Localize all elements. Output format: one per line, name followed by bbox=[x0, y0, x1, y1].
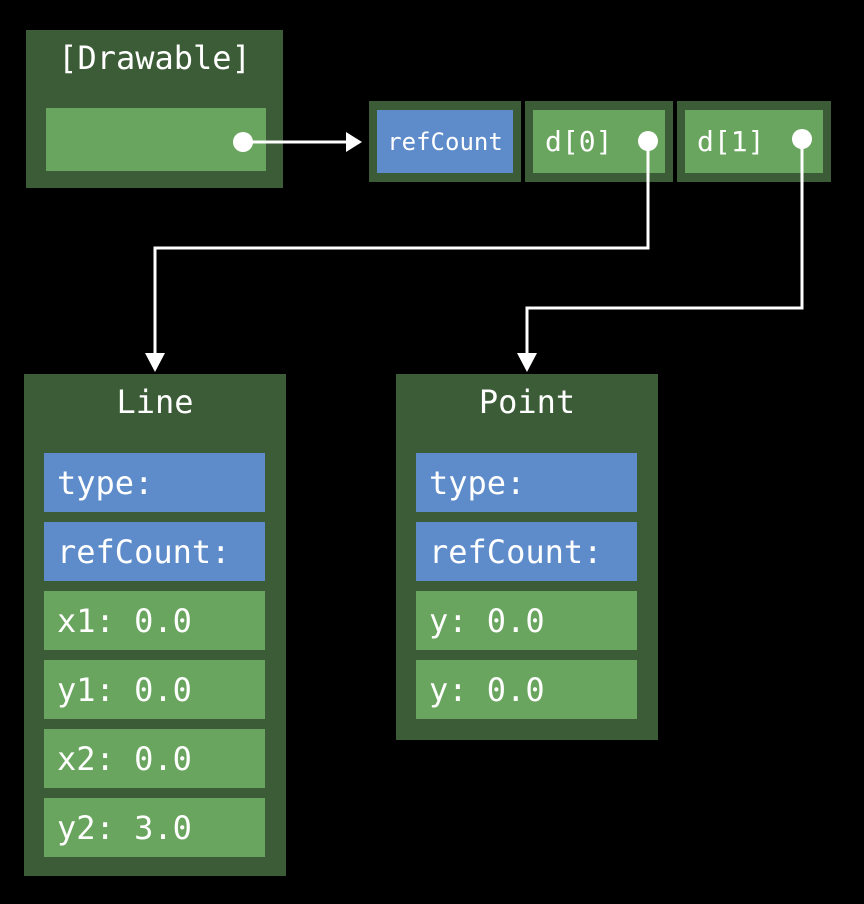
point-struct-title: Point bbox=[478, 383, 576, 421]
drawable-pointer-slot bbox=[46, 108, 266, 171]
point-struct-box: Point type: refCount: y: 0.0 y: 0.0 bbox=[396, 374, 658, 740]
arrowhead-icon bbox=[145, 353, 165, 372]
line-struct-fields: type: refCount: x1: 0.0 y1: 0.0 x2: 0.0 … bbox=[44, 453, 265, 857]
line-field-x1: x1: 0.0 bbox=[44, 591, 265, 650]
line-struct-box: Line type: refCount: x1: 0.0 y1: 0.0 x2:… bbox=[24, 374, 286, 876]
line-struct-title: Line bbox=[116, 383, 194, 421]
heap-array-d1-wrapper: d[1] bbox=[677, 101, 831, 182]
point-struct-fields: type: refCount: y: 0.0 y: 0.0 bbox=[416, 453, 637, 719]
drawable-array-title: [Drawable] bbox=[58, 39, 251, 77]
point-field-refcount: refCount: bbox=[416, 522, 637, 581]
line-field-y2: y2: 3.0 bbox=[44, 798, 265, 857]
heap-array-refcount-cell: refCount bbox=[377, 110, 513, 173]
point-field-y-1: y: 0.0 bbox=[416, 591, 637, 650]
heap-array-d1-cell: d[1] bbox=[685, 110, 823, 173]
line-field-refcount: refCount: bbox=[44, 522, 265, 581]
drawable-array-box: [Drawable] bbox=[26, 30, 283, 188]
heap-array-refcount-wrapper: refCount bbox=[369, 101, 521, 182]
line-field-type: type: bbox=[44, 453, 265, 512]
line-field-y1: y1: 0.0 bbox=[44, 660, 265, 719]
point-field-type: type: bbox=[416, 453, 637, 512]
point-field-y-2: y: 0.0 bbox=[416, 660, 637, 719]
line-field-x2: x2: 0.0 bbox=[44, 729, 265, 788]
arrowhead-icon bbox=[517, 353, 537, 372]
heap-array-d0-wrapper: d[0] bbox=[525, 101, 673, 182]
arrowhead-icon bbox=[346, 132, 362, 152]
heap-array-d0-cell: d[0] bbox=[533, 110, 665, 173]
